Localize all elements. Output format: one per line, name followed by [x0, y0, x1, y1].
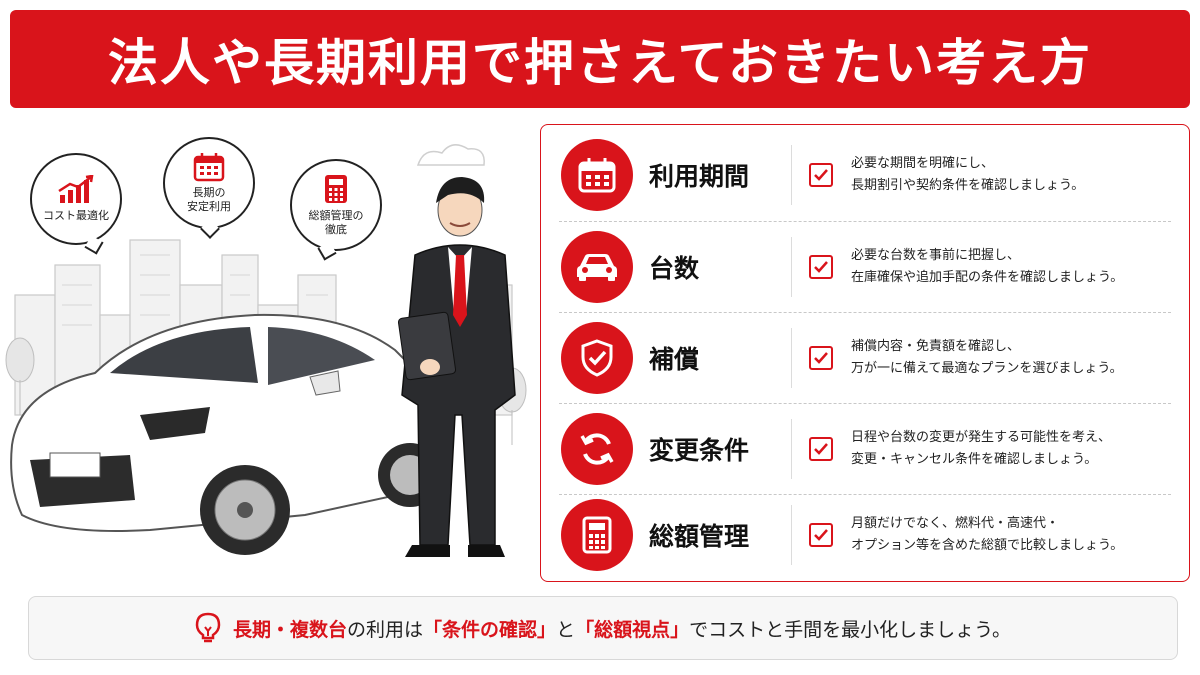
bubble-long-term-use: 長期の 安定利用: [163, 137, 255, 229]
item-icon-circle: [561, 139, 633, 211]
item-description: 補償内容・免責額を確認し、 万が一に備えて最適なプランを選びましょう。: [851, 336, 1123, 380]
checkbox-icon: [809, 255, 833, 279]
summary-bar: 長期・複数台 の利用は 「条件の確認」 と 「総額視点」 でコストと手間を最小化…: [28, 596, 1178, 660]
row-separator: [559, 312, 1171, 313]
car-icon: [577, 254, 617, 281]
checkbox-icon: [809, 523, 833, 547]
title-banner: 法人や長期利用で押さえておきたい考え方: [10, 10, 1190, 108]
description-line: 月額だけでなく、燃料代・高速代・: [851, 516, 1060, 531]
bubble-label: 長期の: [192, 186, 226, 199]
item-description: 日程や台数の変更が発生する可能性を考え、 変更・キャンセル条件を確認しましょう。: [851, 427, 1111, 471]
row-separator: [559, 221, 1171, 222]
list-item-period: 利用期間 必要な期間を明確にし、 長期割引や契約条件を確認しましょう。: [541, 130, 1189, 220]
summary-text: の利用は: [347, 618, 424, 641]
bubble-total-management: 総額管理の 徹底: [290, 159, 382, 251]
calendar-icon: [578, 158, 616, 193]
row-separator: [559, 403, 1171, 404]
bubble-cost-optimization: コスト最適化: [30, 153, 122, 245]
item-title: 変更条件: [649, 436, 750, 465]
shield-check-icon: [581, 339, 613, 377]
divider: [791, 328, 792, 388]
rising-chart-icon: [58, 175, 94, 203]
summary-highlight: 長期・複数台: [233, 618, 348, 641]
refresh-icon: [580, 433, 614, 465]
divider: [791, 505, 792, 565]
city-car-businessman-illustration: [5, 144, 527, 557]
item-description: 必要な台数を事前に把握し、 在庫確保や追加手配の条件を確認しましょう。: [851, 245, 1123, 289]
description-line: 必要な台数を事前に把握し、: [851, 248, 1021, 263]
lightbulb-icon: [195, 612, 221, 643]
calculator-icon: [582, 516, 612, 554]
summary-highlight: 「条件の確認」: [423, 618, 557, 641]
checklist-panel: 利用期間 必要な期間を明確にし、 長期割引や契約条件を確認しましょう。 台数 必…: [540, 124, 1190, 582]
bubble-label: コスト最適化: [43, 209, 109, 222]
list-item-insurance: 補償 補償内容・免責額を確認し、 万が一に備えて最適なプランを選びましょう。: [541, 313, 1189, 403]
divider: [791, 145, 792, 205]
list-item-total-management: 総額管理 月額だけでなく、燃料代・高速代・ オプション等を含めた総額で比較しまし…: [541, 490, 1189, 580]
item-title: 総額管理: [649, 522, 750, 551]
calendar-icon: [193, 153, 225, 182]
description-line: 長期割引や契約条件を確認しましょう。: [851, 178, 1085, 193]
item-description: 月額だけでなく、燃料代・高速代・ オプション等を含めた総額で比較しましょう。: [851, 513, 1123, 557]
page-title: 法人や長期利用で押さえておきたい考え方: [108, 34, 1092, 92]
divider: [791, 237, 792, 297]
calculator-icon: [325, 175, 347, 203]
description-line: 日程や台数の変更が発生する可能性を考え、: [851, 430, 1112, 445]
checkbox-icon: [809, 346, 833, 370]
bubble-label: 安定利用: [187, 200, 231, 213]
divider: [791, 419, 792, 479]
bubble-label: 総額管理の: [308, 209, 364, 222]
item-icon-circle: [561, 499, 633, 571]
checkbox-icon: [809, 437, 833, 461]
list-item-change-conditions: 変更条件 日程や台数の変更が発生する可能性を考え、 変更・キャンセル条件を確認し…: [541, 404, 1189, 494]
description-line: 補償内容・免責額を確認し、: [851, 339, 1021, 354]
item-description: 必要な期間を明確にし、 長期割引や契約条件を確認しましょう。: [851, 153, 1084, 197]
item-icon-circle: [561, 322, 633, 394]
item-title: 台数: [649, 254, 700, 283]
item-icon-circle: [561, 413, 633, 485]
checkbox-icon: [809, 163, 833, 187]
description-line: オプション等を含めた総額で比較しましょう。: [851, 538, 1124, 553]
description-line: 変更・キャンセル条件を確認しましょう。: [851, 452, 1098, 467]
bubble-label: 徹底: [325, 223, 347, 236]
row-separator: [559, 494, 1171, 495]
description-line: 必要な期間を明確にし、: [851, 156, 995, 171]
description-line: 万が一に備えて最適なプランを選びましょう。: [851, 361, 1123, 376]
summary-text: と: [556, 618, 576, 641]
description-line: 在庫確保や追加手配の条件を確認しましょう。: [851, 270, 1124, 285]
item-title: 利用期間: [649, 162, 750, 191]
summary-highlight: 「総額視点」: [575, 618, 690, 641]
summary-text: でコストと手間を最小化しましょう。: [689, 618, 1011, 641]
list-item-count: 台数 必要な台数を事前に把握し、 在庫確保や追加手配の条件を確認しましょう。: [541, 222, 1189, 312]
item-title: 補償: [649, 345, 700, 374]
illustration: コスト最適化 長期の 安定利用 総額管理の 徹底: [0, 115, 535, 590]
item-icon-circle: [561, 231, 633, 303]
